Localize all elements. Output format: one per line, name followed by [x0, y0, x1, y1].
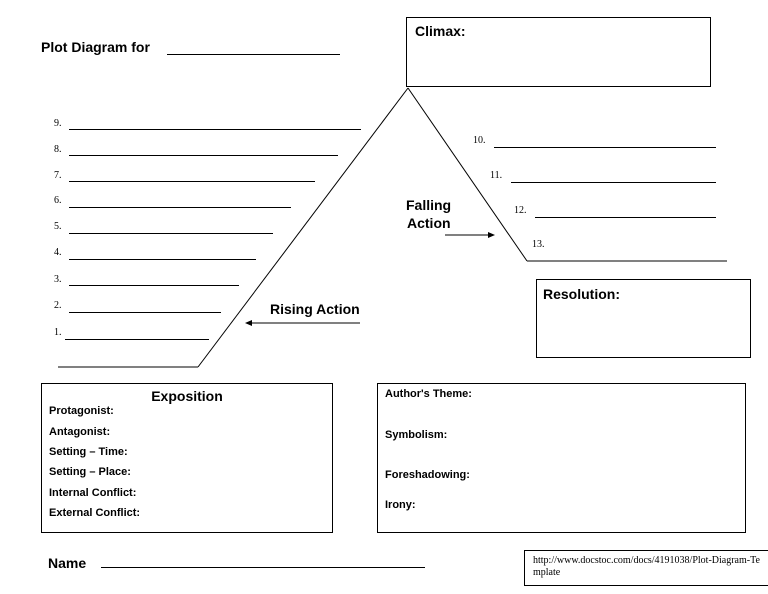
source-url-text: http://www.docstoc.com/docs/4191038/Plot… — [533, 555, 760, 578]
falling-action-label: Falling Action — [406, 196, 451, 232]
climax-label: Climax: — [415, 23, 466, 39]
name-label: Name — [48, 555, 87, 571]
left-line-5[interactable] — [69, 233, 273, 234]
right-line-10[interactable] — [494, 147, 716, 148]
left-line-3[interactable] — [69, 285, 239, 286]
exposition-title: Exposition — [151, 388, 223, 404]
left-number-6: 6. — [54, 195, 62, 206]
left-number-2: 2. — [54, 300, 62, 311]
exposition-box[interactable]: Exposition Protagonist: Antagonist: Sett… — [41, 383, 333, 533]
right-line-12[interactable] — [535, 217, 716, 218]
climax-box[interactable]: Climax: — [406, 17, 711, 87]
left-line-1[interactable] — [65, 339, 209, 340]
rising-action-arrowhead — [245, 320, 252, 326]
rising-action-line — [197, 87, 409, 368]
source-url-box: http://www.docstoc.com/docs/4191038/Plot… — [524, 550, 768, 586]
irony-field: Irony: — [385, 499, 416, 511]
left-number-9: 9. — [54, 118, 62, 129]
antagonist-field: Antagonist: — [49, 426, 111, 438]
left-number-3: 3. — [54, 274, 62, 285]
falling-action-label-line1: Falling — [406, 197, 452, 213]
external-conflict-field: External Conflict: — [49, 507, 141, 519]
resolution-box[interactable]: Resolution: — [536, 279, 751, 358]
theme-box[interactable]: Author's Theme: Symbolism: Foreshadowing… — [377, 383, 746, 533]
right-number-12: 12. — [514, 205, 527, 216]
rising-action-label: Rising Action — [270, 301, 360, 317]
left-line-9[interactable] — [69, 129, 361, 130]
left-number-7: 7. — [54, 170, 62, 181]
authors-theme-field: Author's Theme: — [385, 388, 472, 400]
left-number-8: 8. — [54, 144, 62, 155]
setting-place-field: Setting – Place: — [49, 466, 131, 478]
left-number-5: 5. — [54, 221, 62, 232]
falling-action-label-line2: Action — [407, 215, 451, 231]
left-number-1: 1. — [54, 327, 62, 338]
right-number-11: 11. — [490, 170, 503, 181]
page-title: Plot Diagram for — [41, 39, 150, 55]
right-line-11[interactable] — [511, 182, 716, 183]
falling-action-line — [407, 87, 528, 262]
left-line-4[interactable] — [69, 259, 256, 260]
left-line-6[interactable] — [69, 207, 291, 208]
foreshadowing-field: Foreshadowing: — [385, 469, 470, 481]
right-number-13: 13. — [532, 239, 545, 250]
protagonist-field: Protagonist: — [49, 405, 114, 417]
right-number-10: 10. — [473, 135, 486, 146]
setting-time-field: Setting – Time: — [49, 446, 128, 458]
left-number-4: 4. — [54, 247, 62, 258]
title-blank-line[interactable] — [167, 54, 340, 55]
falling-action-arrowhead — [488, 232, 495, 238]
internal-conflict-field: Internal Conflict: — [49, 487, 137, 499]
symbolism-field: Symbolism: — [385, 429, 448, 441]
resolution-label: Resolution: — [543, 286, 620, 302]
name-line[interactable] — [101, 567, 425, 568]
left-line-8[interactable] — [69, 155, 338, 156]
left-line-2[interactable] — [69, 312, 221, 313]
left-line-7[interactable] — [69, 181, 315, 182]
